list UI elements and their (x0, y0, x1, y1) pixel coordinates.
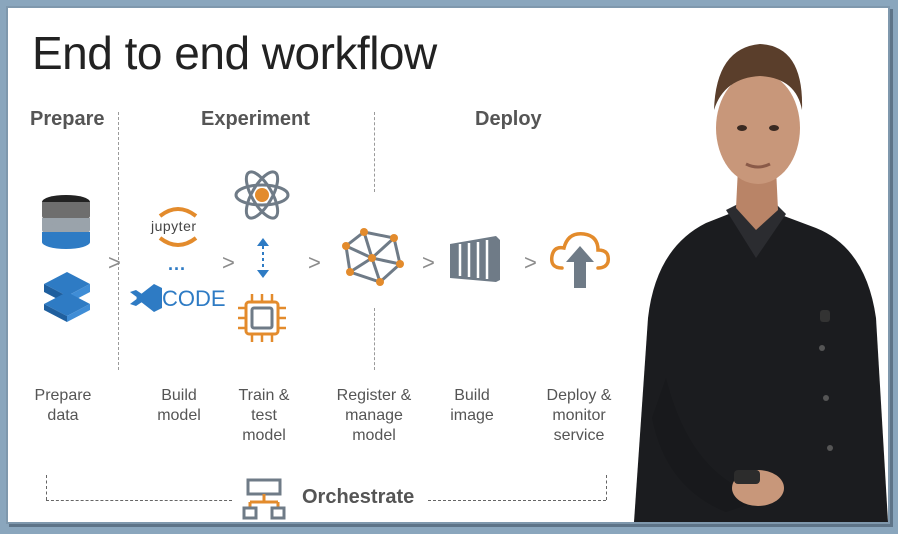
phase-prepare: Prepare (30, 108, 105, 130)
vscode-text: CODE (162, 286, 226, 311)
chevron-right-icon: > (422, 250, 435, 275)
orchestrate-line-left (46, 500, 232, 501)
orchestrate-icon (242, 478, 286, 522)
cloud-upload-icon (548, 228, 612, 295)
step-build-model: Build model (157, 387, 201, 424)
step-build-image: Build image (450, 387, 494, 424)
vscode-icon: CODE (128, 284, 228, 314)
slide: End to end workflow Prepare Experiment D… (6, 6, 890, 524)
presenter-image (626, 18, 888, 522)
orchestrate-label: Orchestrate (302, 486, 415, 508)
chevron-right-icon: > (308, 250, 321, 275)
divider-prepare-experiment (118, 112, 119, 370)
database-icon (40, 194, 92, 255)
bidirectional-arrow-icon (256, 238, 270, 283)
network-model-icon (342, 228, 404, 291)
orchestrate-bracket-right (606, 475, 607, 500)
orchestrate-line-right (428, 500, 606, 501)
chevron-right-icon: > (524, 250, 537, 275)
divider-experiment-deploy-top (374, 112, 375, 192)
layers-icon (42, 270, 92, 329)
container-icon (448, 234, 502, 289)
phase-deploy: Deploy (475, 108, 542, 130)
orchestrate-bracket-left (46, 475, 47, 500)
atom-icon (233, 166, 291, 229)
chevron-right-icon: > (108, 250, 121, 275)
ellipsis-text: ... (168, 254, 187, 274)
phase-experiment: Experiment (201, 108, 310, 130)
jupyter-icon: jupyter (148, 204, 208, 254)
step-register-manage-model: Register & manage model (336, 387, 412, 444)
slide-title: End to end workflow (32, 27, 437, 79)
step-train-test-model: Train & test model (238, 387, 290, 444)
chip-icon (236, 292, 288, 349)
step-deploy-monitor-service: Deploy & monitor service (546, 387, 612, 444)
jupyter-text: jupyter (151, 218, 197, 234)
chevron-right-icon: > (222, 250, 235, 275)
step-prepare-data: Prepare data (34, 387, 92, 424)
divider-experiment-deploy-bottom (374, 308, 375, 370)
